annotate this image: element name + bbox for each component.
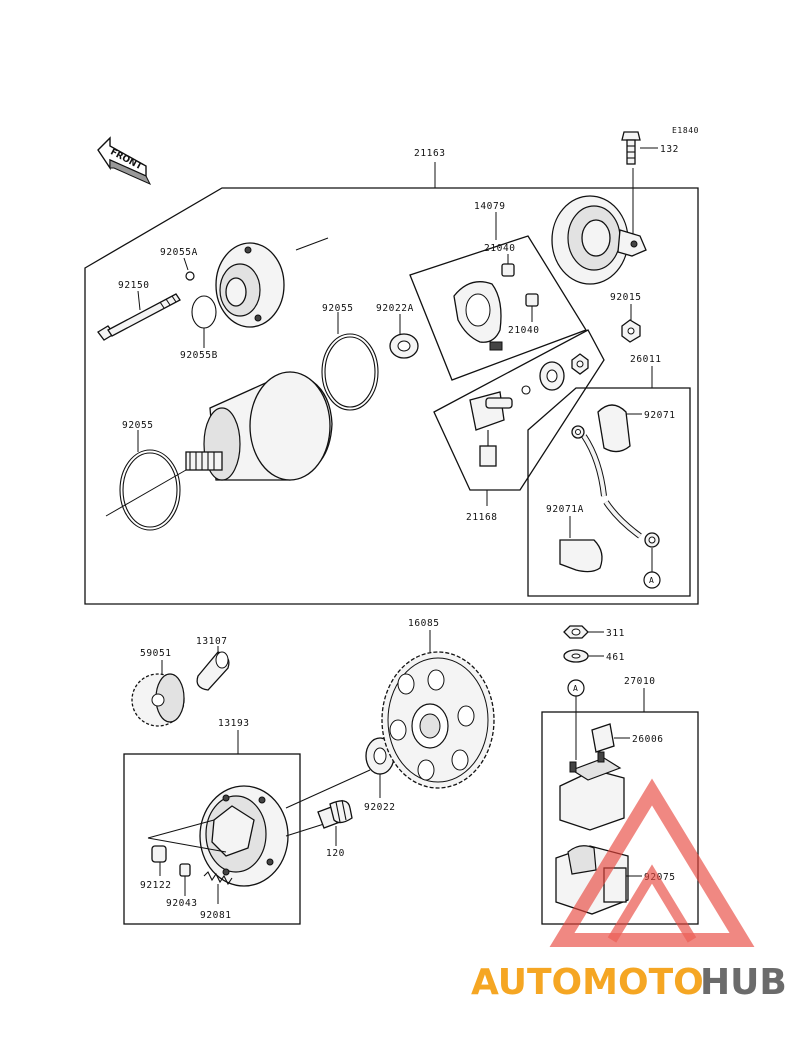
part-label-92055B: 92055B xyxy=(180,350,218,361)
brush-holder-box xyxy=(433,329,605,491)
brush-spring-lower xyxy=(525,293,539,307)
part-label-92043: 92043 xyxy=(166,898,198,909)
terminal-nut xyxy=(571,353,589,375)
part-label-92150: 92150 xyxy=(118,280,150,291)
spring-92081 xyxy=(203,871,233,886)
o-ring-92055-lower xyxy=(119,449,181,531)
terminal-bushing xyxy=(539,361,565,391)
part-label-21168: 21168 xyxy=(466,512,498,523)
part-label-92015: 92015 xyxy=(610,292,642,303)
small-o-ring-92055A xyxy=(185,271,195,281)
washer-92022A xyxy=(389,333,419,359)
front-direction-arrow: FRONT xyxy=(97,136,152,186)
svg-text:A: A xyxy=(573,684,578,693)
part-label-92122: 92122 xyxy=(140,880,172,891)
part-label-21040-lower: 21040 xyxy=(508,325,540,336)
pin-92043 xyxy=(179,863,191,877)
nut-311 xyxy=(563,625,589,639)
part-label-92071: 92071 xyxy=(644,410,676,421)
watermark-text: AUTOMOTO HUB xyxy=(471,962,787,1003)
part-label-92071A: 92071A xyxy=(546,504,584,515)
washer-small xyxy=(521,385,531,395)
rubber-cap-92071 xyxy=(597,404,631,453)
cable-box xyxy=(527,387,691,597)
nut-92015 xyxy=(621,319,641,343)
o-ring-92055B xyxy=(191,295,217,329)
rear-end-cover xyxy=(551,195,647,285)
watermark-logo xyxy=(549,778,755,947)
positive-brush-set xyxy=(469,391,513,467)
starter-yoke-armature xyxy=(185,371,333,481)
shaft-120 xyxy=(317,799,353,829)
part-label-21040-upper: 21040 xyxy=(484,243,516,254)
idle-gear-59051 xyxy=(131,673,185,727)
part-label-21163: 21163 xyxy=(414,148,446,159)
part-label-92022: 92022 xyxy=(364,802,396,813)
rubber-cap-92071A xyxy=(559,539,603,573)
part-label-92055-lower: 92055 xyxy=(122,420,154,431)
part-label-92081: 92081 xyxy=(200,910,232,921)
part-label-92055A: 92055A xyxy=(160,247,198,258)
svg-text:HUB: HUB xyxy=(700,962,787,1003)
part-label-461: 461 xyxy=(606,652,625,663)
part-label-26011: 26011 xyxy=(630,354,662,365)
starter-clutch xyxy=(199,785,289,887)
part-label-16085: 16085 xyxy=(408,618,440,629)
starter-assembly-box xyxy=(84,187,699,605)
marker-a-upper xyxy=(643,571,661,589)
diagram-reference: E1840 xyxy=(672,126,699,135)
brush-spring-upper xyxy=(501,263,515,277)
part-label-14079: 14079 xyxy=(474,201,506,212)
front-end-cover xyxy=(215,242,285,328)
brush-plate-box xyxy=(409,235,587,381)
part-label-120: 120 xyxy=(326,848,345,859)
long-bolt-92150 xyxy=(97,293,181,341)
starter-cable xyxy=(571,425,660,548)
starter-clutch-gear-16085 xyxy=(381,651,495,789)
part-label-13193: 13193 xyxy=(218,718,250,729)
part-label-92055-middle: 92055 xyxy=(322,303,354,314)
shaft-13107 xyxy=(196,651,230,691)
fuse-26006 xyxy=(591,723,615,753)
svg-text:AUTOMOTO: AUTOMOTO xyxy=(471,962,704,1003)
part-label-13107: 13107 xyxy=(196,636,228,647)
part-label-311: 311 xyxy=(606,628,625,639)
brush-plate xyxy=(453,281,503,351)
part-label-59051: 59051 xyxy=(140,648,172,659)
washer-461 xyxy=(563,649,589,663)
bolt-132 xyxy=(621,131,641,165)
part-label-132: 132 xyxy=(660,144,679,155)
part-label-27010: 27010 xyxy=(624,676,656,687)
svg-text:A: A xyxy=(649,576,654,585)
starter-clutch-box xyxy=(123,753,301,925)
part-label-92022A: 92022A xyxy=(376,303,414,314)
roller-92122 xyxy=(151,845,167,863)
o-ring-92055-middle xyxy=(321,333,379,411)
starter-relay xyxy=(559,751,625,831)
part-label-26006: 26006 xyxy=(632,734,664,745)
